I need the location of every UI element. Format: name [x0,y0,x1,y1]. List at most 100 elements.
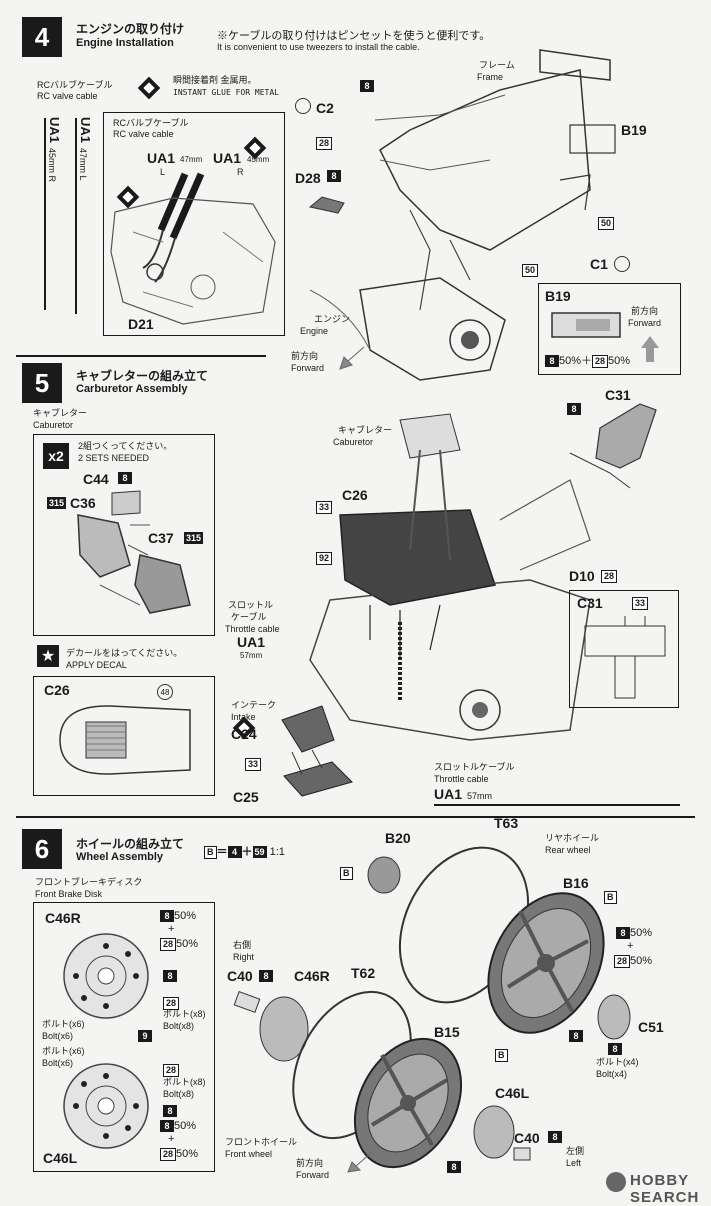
bolt4-label-en: Bolt(x4) [596,1069,628,1079]
c31-part-drawing [569,403,657,489]
c2-label: C2 [316,100,334,116]
bolt-6a-label-en: Bolt(x6) [42,1031,74,1041]
c36-paint-tag: 315 [47,497,67,509]
c26-decal-box [33,676,215,796]
d28-label: D28 [295,170,321,186]
engine-label-en: Engine [300,326,329,336]
forward-arrow-icon [339,346,365,370]
c46l-ratio-a-tag: 8 [160,1120,174,1132]
step-5-title-jp: キャブレターの組み立て [76,369,209,383]
forward-label-en: Forward [291,363,325,373]
front-wheel-label-jp: フロントホイール [225,1137,298,1147]
c46r-ratio-a-tag: 8 [160,910,174,922]
step-4-divider [16,355,266,357]
c1-label: C1 [590,256,608,272]
c2-paint-tag-a: 8 [360,80,374,92]
front-hub-tag-8: 8 [447,1161,461,1173]
c46r-ratio-a-value: 50% [174,910,197,922]
mix-b: B [204,846,217,859]
disk-tag-9: 9 [138,1030,152,1042]
decal-label-jp: デカールをはってください。 [66,648,183,658]
throttle-label-en: Throttle cable [225,624,280,634]
b19-box-title: B19 [545,288,571,304]
rear-wheel-drawing [367,846,631,1040]
c46r-plus: + [168,923,175,935]
c37-label: C37 [148,530,174,546]
rc-cable-label-en: RC valve cable [37,91,98,101]
c40b-label: C40 [514,1130,540,1146]
inset-ua1-r-length: 45mm [247,155,270,164]
c26-label: C26 [342,487,368,503]
paint-tag-50b: 50 [522,264,539,277]
inset-ua1-l-side: L [160,167,166,177]
c46l-ratio-b-value: 50% [176,1148,199,1160]
ua1-l-label: UA1 [78,117,93,144]
c46l-ratio-a-value: 50% [174,1120,197,1132]
step-5-number: 5 [22,363,62,403]
fwd-label-en: Forward [296,1170,330,1180]
left-label-en: Left [566,1158,582,1168]
b19-ratio-a-tag: 8 [545,355,559,367]
c46r-disk-drawing [63,933,149,1019]
x2-label-en: 2 SETS NEEDED [78,453,150,463]
b20-label: B20 [385,830,411,846]
c40-paint-tag: 8 [259,970,273,982]
c46l-ratio-b-tag: 28 [160,1148,177,1161]
inset-cable-label-jp: RCバルブケーブル [113,118,189,128]
c2-paint-tag-b: 28 [316,137,333,150]
d10-paint-tag: 28 [601,570,618,583]
brake-disk-box [33,902,215,1172]
d21-label: D21 [128,316,154,332]
c31-box-paint-tag: 33 [632,597,649,610]
step-4-number: 4 [22,17,62,57]
rear-ratio-a-tag: 8 [616,927,630,939]
c36-label: C36 [70,495,96,511]
c37-paint-tag: 315 [184,532,204,544]
ua1-l-cable-bar [75,118,77,314]
mix-eq: ＝ [216,846,228,858]
paint-tag-33: 33 [316,501,333,514]
step-5-title-en: Carburetor Assembly [76,383,188,395]
bolt-8-label-en: Bolt(x8) [163,1021,195,1031]
fwd-arrow-icon [347,1151,373,1173]
mix-ratio: 1:1 [269,846,285,858]
t62-label: T62 [351,965,376,981]
rear-ratio-b-value: 50% [630,955,653,967]
t63-label: T63 [494,815,519,831]
throttle-label-jp2: ケーブル [231,612,267,622]
c46l2-label: C46L [495,1085,530,1101]
c46l-label: C46L [43,1150,78,1166]
carb-label-en: Caburetor [33,420,74,430]
c26-box-label: C26 [44,682,70,698]
bolt-6a-label-jp: ボルト(x6) [42,1019,85,1029]
ua1-r-length: 45mm R [47,148,57,183]
bolt-8-label-jp: ボルト(x8) [163,1009,206,1019]
rear-hub-tag: 8 [569,1030,583,1042]
front-wheel-drawing [233,990,463,1169]
frame-label-en: Frame [477,72,504,82]
frame-engine-drawing [309,49,616,381]
bolt-8b-label-en: Bolt(x8) [163,1089,195,1099]
c51-label: C51 [638,1019,664,1035]
bolt4-label-jp: ボルト(x4) [596,1057,639,1067]
c46l-c40b-drawing [473,1105,531,1161]
c31-label: C31 [605,387,631,403]
c46r-label: C46R [45,910,81,926]
rear-plus: + [627,940,634,952]
b19-forward-jp: 前方向 [631,306,659,316]
frame-label-jp: フレーム [479,60,515,70]
intake-label-jp: インテーク [231,700,277,710]
watermark: HOBBY SEARCH [630,1172,700,1206]
glue-label-jp: 瞬間接着剤 金属用。 [173,75,257,85]
rear-wheel-label-jp: リヤホイール [545,833,600,843]
b15-label: B15 [434,1024,460,1040]
step-4-title-en: Engine Installation [76,37,174,49]
ua1-r-label: UA1 [47,117,62,144]
b16-tag: B [604,891,617,904]
c46l-disk-drawing [63,1063,149,1149]
